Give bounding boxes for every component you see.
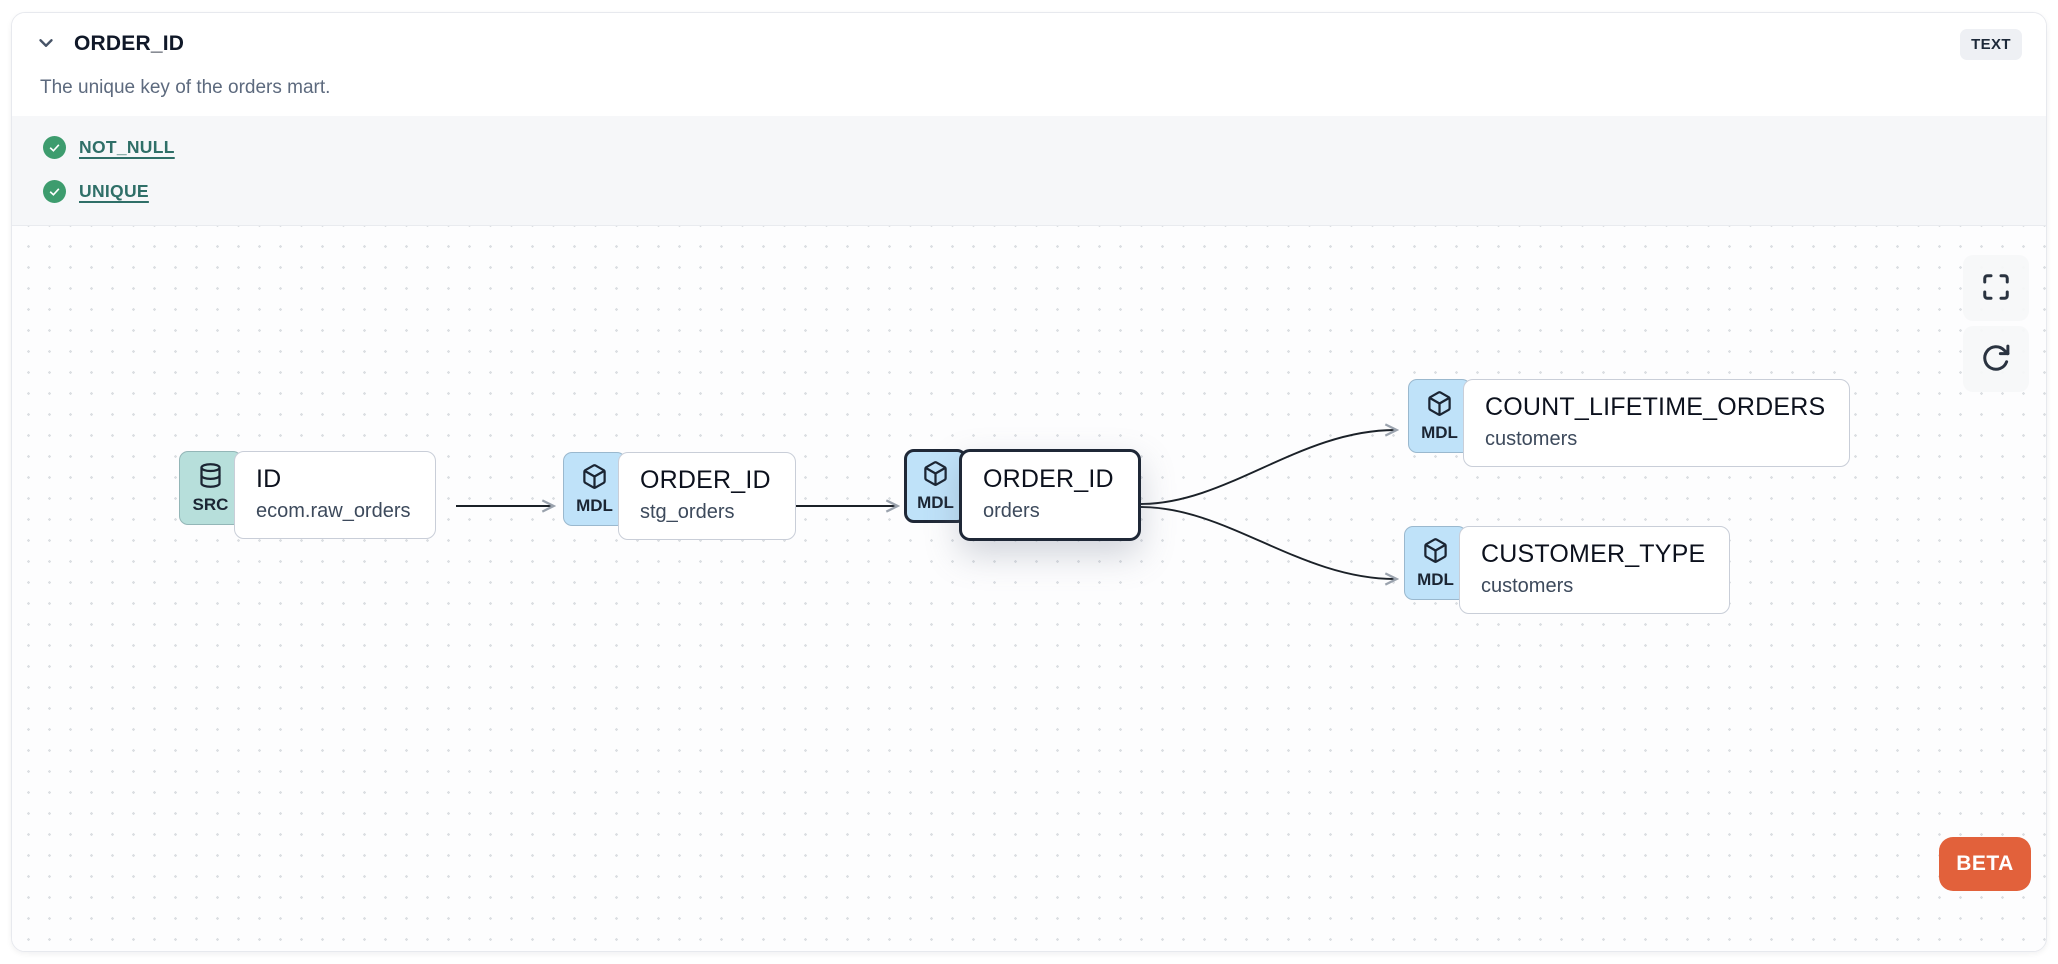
- node-subtitle: orders: [983, 500, 1040, 522]
- model-badge: MDL: [1404, 526, 1467, 600]
- fullscreen-button[interactable]: [1963, 255, 2029, 321]
- fullscreen-icon: [1981, 272, 2011, 305]
- tests-section: NOT_NULL UNIQUE: [12, 116, 2046, 226]
- source-badge: SRC: [179, 451, 242, 525]
- collapse-button[interactable]: [29, 27, 63, 61]
- lineage-canvas[interactable]: SRC ID ecom.raw_orders MDL ORDER_ID stg_…: [12, 226, 2046, 951]
- lineage-edges: [456, 226, 2046, 951]
- cube-icon: [1426, 390, 1453, 422]
- badge-label: MDL: [1417, 569, 1454, 589]
- canvas-controls: [1963, 255, 2029, 392]
- database-icon: [197, 462, 224, 494]
- node-card: COUNT_LIFETIME_ORDERS customers: [1463, 379, 1851, 467]
- check-passed-icon: [43, 136, 66, 159]
- lineage-node-ecom-raw-orders[interactable]: SRC ID ecom.raw_orders: [179, 451, 436, 539]
- test-row: UNIQUE: [43, 180, 2016, 203]
- badge-label: MDL: [1421, 422, 1458, 442]
- lineage-node-stg-orders[interactable]: MDL ORDER_ID stg_orders: [563, 452, 796, 540]
- node-title: ORDER_ID: [983, 465, 1114, 493]
- node-card: ID ecom.raw_orders: [234, 451, 436, 539]
- page-title: ORDER_ID: [74, 32, 185, 55]
- node-card: ORDER_ID orders: [959, 449, 1141, 541]
- node-title: ORDER_ID: [640, 466, 771, 494]
- badge-label: SRC: [192, 494, 229, 514]
- node-card: CUSTOMER_TYPE customers: [1459, 526, 1731, 614]
- model-badge: MDL: [1408, 379, 1471, 453]
- node-subtitle: customers: [1481, 575, 1574, 597]
- column-type-badge: TEXT: [1960, 28, 2022, 60]
- lineage-node-count-lifetime-orders[interactable]: MDL COUNT_LIFETIME_ORDERS customers: [1408, 379, 1851, 467]
- header: ORDER_ID TEXT The unique key of the orde…: [12, 13, 2046, 99]
- check-passed-icon: [43, 180, 66, 203]
- edge-orders-to-ctype: [1140, 506, 1395, 579]
- lineage-node-orders-selected[interactable]: MDL ORDER_ID orders: [904, 449, 1141, 541]
- badge-label: MDL: [576, 495, 613, 515]
- cube-icon: [1422, 537, 1449, 569]
- test-link-not-null[interactable]: NOT_NULL: [79, 137, 175, 157]
- model-badge: MDL: [563, 452, 626, 526]
- lineage-node-customer-type[interactable]: MDL CUSTOMER_TYPE customers: [1404, 526, 1731, 614]
- node-subtitle: customers: [1485, 428, 1578, 450]
- node-subtitle: ecom.raw_orders: [256, 500, 411, 522]
- chevron-down-icon: [35, 32, 57, 57]
- node-title: ID: [256, 465, 282, 493]
- column-detail-card: ORDER_ID TEXT The unique key of the orde…: [11, 12, 2047, 952]
- beta-badge: BETA: [1939, 837, 2031, 891]
- model-badge: MDL: [904, 449, 967, 523]
- node-title: CUSTOMER_TYPE: [1481, 540, 1706, 568]
- cube-icon: [922, 460, 949, 492]
- badge-label: MDL: [917, 492, 954, 512]
- node-subtitle: stg_orders: [640, 501, 735, 523]
- refresh-icon: [1981, 343, 2011, 376]
- refresh-button[interactable]: [1963, 326, 2029, 392]
- edge-orders-to-count: [1140, 430, 1395, 505]
- node-card: ORDER_ID stg_orders: [618, 452, 796, 540]
- node-title: COUNT_LIFETIME_ORDERS: [1485, 393, 1826, 421]
- cube-icon: [581, 463, 608, 495]
- test-link-unique[interactable]: UNIQUE: [79, 181, 149, 201]
- test-row: NOT_NULL: [43, 136, 2016, 159]
- column-description: The unique key of the orders mart.: [40, 77, 331, 98]
